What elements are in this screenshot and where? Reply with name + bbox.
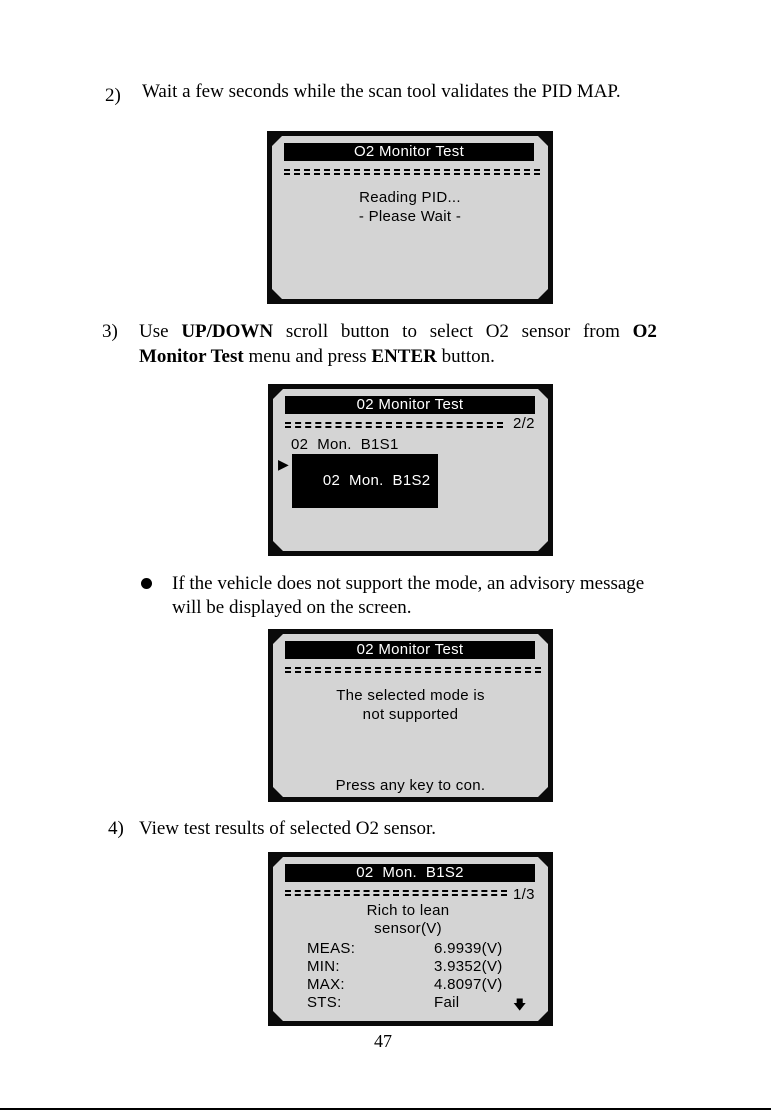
please-wait-text: - Please Wait - [358, 208, 462, 225]
step-3-post: button. [436, 346, 495, 367]
lcd-display: O2 Monitor Test Reading PID... - Please … [272, 136, 548, 299]
enter-label: ENTER [371, 346, 437, 367]
step-3-mid-2: menu and press [243, 346, 372, 367]
bullet-line-1: If the vehicle does not support the mode… [172, 573, 645, 594]
step-2-number: 2) [105, 85, 121, 106]
not-supported-line-1: The selected mode is [336, 687, 485, 704]
selection-arrow-icon: ▶ [278, 456, 290, 472]
screen-not-supported: 02 Monitor Test The selected mode is not… [268, 629, 553, 802]
press-any-key-text: Press any key to con. [335, 777, 486, 794]
page-indicator: 2/2 [513, 415, 535, 432]
page-number: 47 [374, 1031, 392, 1051]
step-3-pre: Use [139, 321, 182, 342]
dashed-divider [285, 890, 507, 896]
step-3-mid: scroll button to select O2 sensor from [273, 321, 633, 342]
dashed-divider [284, 169, 540, 175]
lcd-display: 02 Monitor Test 2/2 02 Mon. B1S1 ▶ 02 Mo… [273, 389, 548, 551]
reading-pid-text: Reading PID... [359, 189, 461, 206]
screen-title: 02 Monitor Test [285, 641, 535, 659]
bottom-rule [0, 1108, 771, 1110]
up-down-label: UP/DOWN [181, 321, 274, 342]
step-3-number: 3) [102, 321, 118, 342]
dashed-divider [285, 422, 503, 428]
min-value: 3.9352(V) [434, 958, 503, 975]
result-heading-2: sensor(V) [374, 920, 442, 937]
monitor-test-label: Monitor Test [139, 346, 244, 367]
meas-value: 6.9939(V) [434, 940, 503, 957]
step-3-line-2: Monitor Test menu and press ENTER button… [139, 345, 495, 369]
step-2-text: Wait a few seconds while the scan tool v… [142, 81, 621, 102]
meas-label: MEAS: [307, 940, 356, 957]
max-value: 4.8097(V) [434, 976, 503, 993]
screen-o2-menu: 02 Monitor Test 2/2 02 Mon. B1S1 ▶ 02 Mo… [268, 384, 553, 556]
lcd-display: 02 Monitor Test The selected mode is not… [273, 634, 548, 797]
menu-item-b1s1[interactable]: 02 Mon. B1S1 [291, 436, 399, 453]
menu-item-b1s2[interactable]: 02 Mon. B1S2 [292, 454, 438, 508]
scroll-down-arrow-icon[interactable]: 🡇 [513, 997, 527, 1012]
bullet-icon [141, 578, 152, 589]
step-3-line-1: Use UP/DOWN scroll button to select O2 s… [139, 320, 657, 344]
result-heading-1: Rich to lean [366, 902, 450, 919]
dashed-divider [285, 667, 541, 673]
bullet-line-2: will be displayed on the screen. [172, 597, 412, 618]
screen-title: 02 Mon. B1S2 [285, 864, 535, 882]
o2-label: O2 [632, 321, 657, 342]
menu-item-b1s2-label: 02 Mon. B1S2 [322, 472, 431, 489]
min-label: MIN: [307, 958, 340, 975]
lcd-display: 02 Mon. B1S2 1/3 Rich to lean sensor(V) … [273, 857, 548, 1021]
screen-reading-pid: O2 Monitor Test Reading PID... - Please … [267, 131, 553, 304]
not-supported-line-2: not supported [362, 706, 459, 723]
max-label: MAX: [307, 976, 345, 993]
sts-value: Fail [434, 994, 460, 1011]
page-indicator: 1/3 [513, 886, 535, 903]
sts-label: STS: [307, 994, 342, 1011]
screen-title: 02 Monitor Test [285, 396, 535, 414]
screen-title: O2 Monitor Test [284, 143, 534, 161]
step-4-text: View test results of selected O2 sensor. [139, 818, 436, 839]
step-4-number: 4) [108, 818, 124, 839]
screen-sensor-results: 02 Mon. B1S2 1/3 Rich to lean sensor(V) … [268, 852, 553, 1026]
